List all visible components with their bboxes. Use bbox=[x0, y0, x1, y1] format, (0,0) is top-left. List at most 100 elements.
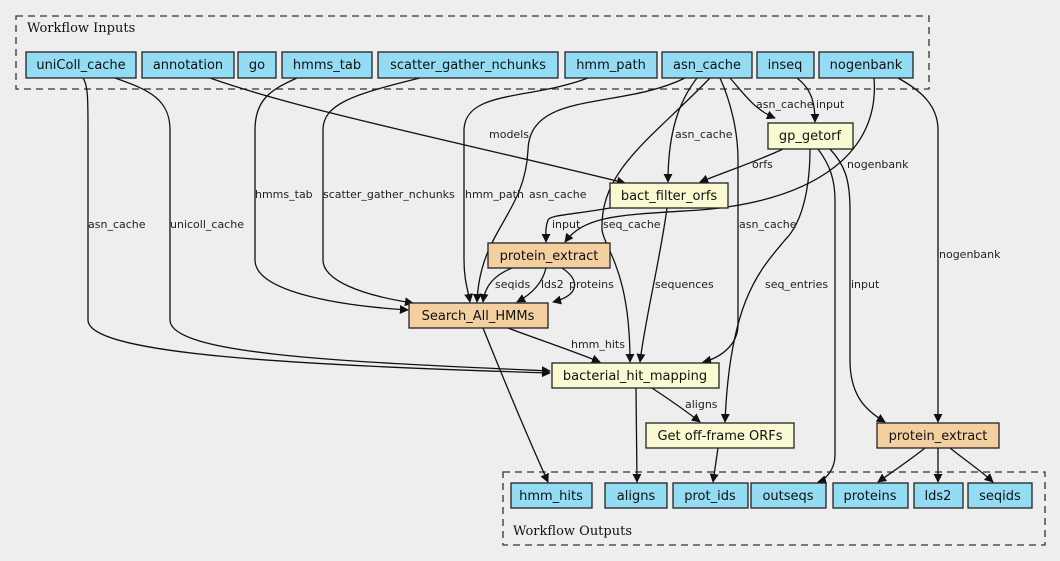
node-scatter_gather_nchunks[interactable]: scatter_gather_nchunks bbox=[377, 51, 559, 79]
workflow-outputs-cluster: Workflow Outputs bbox=[502, 471, 1046, 546]
node-out-lds2[interactable]: lds2 bbox=[913, 482, 964, 509]
svg-text:hmms_tab: hmms_tab bbox=[293, 58, 361, 73]
edge-label: hmm_hits bbox=[571, 338, 625, 351]
node-out-hmm_hits[interactable]: hmm_hits bbox=[510, 482, 593, 509]
edge-bhm-gofo-aligns bbox=[651, 387, 701, 423]
workflow-inputs-label: Workflow Inputs bbox=[27, 21, 135, 36]
svg-text:hmm_hits: hmm_hits bbox=[519, 489, 583, 504]
edge-pe1-sah-seqids bbox=[479, 267, 513, 303]
edge-scatter-search_all_hmms bbox=[322, 77, 421, 307]
svg-text:gp_getorf: gp_getorf bbox=[779, 129, 842, 144]
node-bact_filter_orfs[interactable]: bact_filter_orfs bbox=[609, 182, 729, 209]
edge-unicoll-bhm-unicoll bbox=[114, 77, 551, 376]
node-bacterial_hit_mapping[interactable]: bacterial_hit_mapping bbox=[551, 362, 720, 389]
node-gp_getorf[interactable]: gp_getorf bbox=[767, 122, 854, 150]
edge-label: asn_cache bbox=[675, 128, 733, 141]
edge-label: input bbox=[851, 278, 880, 291]
svg-text:asn_cache: asn_cache bbox=[673, 58, 741, 73]
edge-asn_cache-gp_getorf bbox=[729, 77, 776, 120]
edge-asn_cache-bhm-seq bbox=[601, 77, 711, 363]
edge-label: aligns bbox=[685, 398, 718, 411]
edge-label: asn_cache bbox=[739, 218, 797, 231]
edge-label: orfs bbox=[752, 158, 773, 171]
svg-text:uniColl_cache: uniColl_cache bbox=[36, 58, 125, 73]
edge-annotation-bact_filter_orfs bbox=[209, 77, 626, 186]
edge-pe1-sah-proteins bbox=[552, 267, 576, 305]
edge-gp_getorf-gofo bbox=[720, 148, 811, 423]
edge-label: proteins bbox=[569, 278, 614, 291]
edge-label: seqids bbox=[495, 278, 531, 291]
node-protein_extract-1[interactable]: protein_extract bbox=[487, 242, 611, 269]
edge-label: sequences bbox=[655, 278, 714, 291]
edge-pe2-seqids bbox=[949, 447, 994, 483]
edge-nogenbank-pe2 bbox=[897, 77, 943, 423]
edge-label: scatter_gather_nchunks bbox=[323, 188, 455, 201]
node-hmms_tab[interactable]: hmms_tab bbox=[281, 51, 373, 79]
svg-text:proteins: proteins bbox=[844, 489, 897, 504]
node-go[interactable]: go bbox=[237, 51, 277, 79]
node-uniColl_cache[interactable]: uniColl_cache bbox=[25, 51, 137, 79]
edge-gp_getorf-bact_filter_orfs bbox=[699, 148, 784, 184]
node-inseq[interactable]: inseq bbox=[756, 51, 815, 79]
edge-label: input bbox=[816, 98, 845, 111]
edge-label: models bbox=[489, 128, 529, 141]
edge-unicoll-bhm-asn bbox=[82, 77, 551, 378]
edge-gp_getorf-pe2 bbox=[829, 148, 886, 423]
node-out-seqids[interactable]: seqids bbox=[967, 482, 1033, 509]
svg-text:scatter_gather_nchunks: scatter_gather_nchunks bbox=[390, 58, 546, 73]
svg-text:inseq: inseq bbox=[768, 58, 803, 73]
svg-text:annotation: annotation bbox=[153, 58, 223, 73]
svg-text:outseqs: outseqs bbox=[762, 489, 813, 504]
svg-text:bacterial_hit_mapping: bacterial_hit_mapping bbox=[563, 369, 707, 384]
edge-inseq-gp_getorf bbox=[796, 77, 820, 123]
edge-asn_cache-bhm-asn bbox=[702, 77, 739, 365]
node-annotation[interactable]: annotation bbox=[141, 51, 235, 79]
edge-label: asn_cache bbox=[756, 98, 814, 111]
edge-label: nogenbank bbox=[847, 158, 909, 171]
node-out-proteins[interactable]: proteins bbox=[832, 482, 909, 509]
workflow-inputs-cluster: Workflow Inputs bbox=[15, 15, 930, 90]
node-search_all_hmms[interactable]: Search_All_HMMs bbox=[408, 302, 549, 329]
edge-pe2-proteins bbox=[877, 447, 926, 483]
edge-label: asn_cache bbox=[529, 188, 587, 201]
svg-text:lds2: lds2 bbox=[925, 489, 952, 504]
edge-sah-bhm-hmm_hits bbox=[507, 327, 601, 364]
svg-text:nogenbank: nogenbank bbox=[830, 58, 903, 73]
svg-text:aligns: aligns bbox=[617, 489, 656, 504]
edge-gofo-prot_ids bbox=[709, 447, 719, 483]
edge-gp_getorf-outseqs bbox=[817, 148, 836, 485]
node-protein_extract-2[interactable]: protein_extract bbox=[876, 422, 1000, 449]
node-asn_cache[interactable]: asn_cache bbox=[661, 51, 753, 79]
node-out-outseqs[interactable]: outseqs bbox=[750, 482, 827, 509]
edge-label: seq_entries bbox=[765, 278, 828, 291]
svg-text:protein_extract: protein_extract bbox=[889, 429, 988, 444]
edge-label: hmms_tab bbox=[255, 188, 313, 201]
edge-asn_cache-bact_filter_orfs bbox=[663, 77, 698, 183]
edge-label: lds2 bbox=[541, 278, 564, 291]
edge-label: hmm_path bbox=[465, 188, 524, 201]
svg-text:Get off-frame ORFs: Get off-frame ORFs bbox=[657, 429, 782, 444]
edge-bact_filter_orfs-protein_extract_1 bbox=[541, 207, 611, 243]
node-out-prot_ids[interactable]: prot_ids bbox=[672, 482, 749, 509]
node-out-aligns[interactable]: aligns bbox=[604, 482, 668, 509]
svg-text:hmm_path: hmm_path bbox=[576, 58, 646, 73]
svg-text:Search_All_HMMs: Search_All_HMMs bbox=[422, 309, 535, 324]
edge-label: asn_cache bbox=[88, 218, 146, 231]
edge-pe1-sah-lds2 bbox=[516, 267, 547, 303]
node-nogenbank[interactable]: nogenbank bbox=[818, 51, 914, 79]
edge-label: unicoll_cache bbox=[170, 218, 244, 231]
node-hmm_path[interactable]: hmm_path bbox=[564, 51, 658, 79]
edge-bfo-bhm-sequences bbox=[636, 207, 668, 363]
edge-hmm_path-search_all_hmms bbox=[463, 77, 589, 303]
svg-text:protein_extract: protein_extract bbox=[500, 249, 599, 264]
svg-text:prot_ids: prot_ids bbox=[684, 489, 736, 504]
svg-text:seqids: seqids bbox=[979, 489, 1021, 504]
workflow-outputs-label: Workflow Outputs bbox=[513, 524, 632, 539]
edge-bhm-aligns bbox=[632, 387, 642, 483]
edge-sah-hmm_hits bbox=[482, 327, 549, 483]
edge-label: nogenbank bbox=[939, 248, 1001, 261]
edge-hmms_tab-search_all_hmms bbox=[254, 77, 409, 314]
svg-text:go: go bbox=[249, 58, 265, 73]
node-get_off_frame_orfs[interactable]: Get off-frame ORFs bbox=[645, 422, 795, 449]
